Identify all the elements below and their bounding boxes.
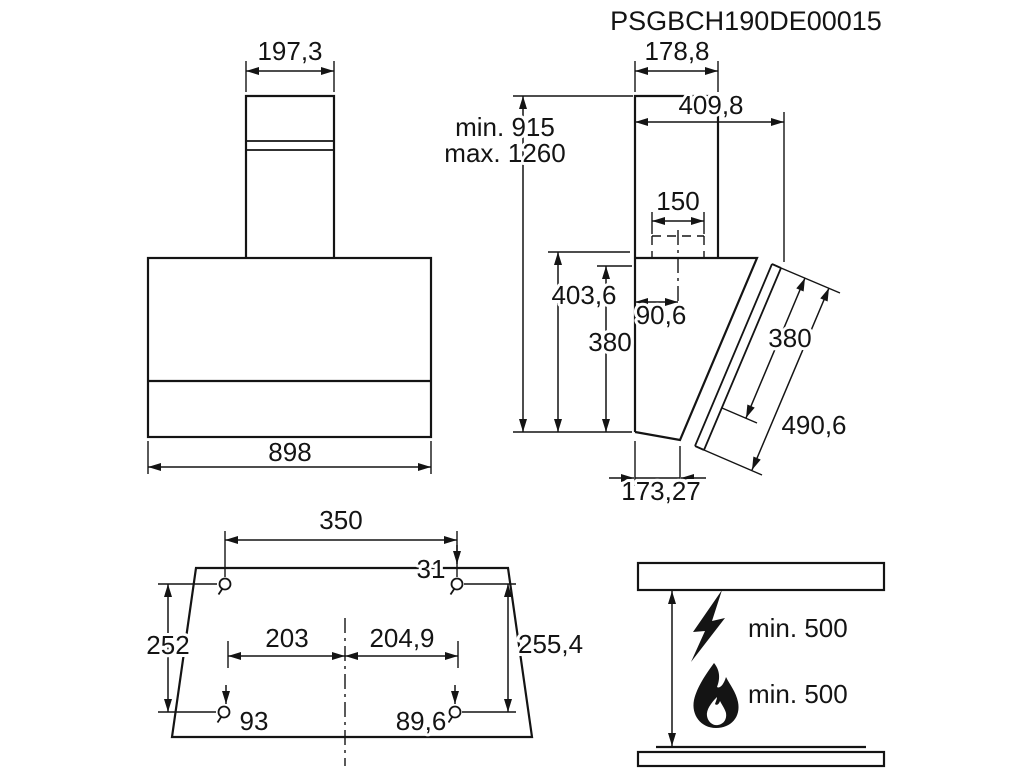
hood-front-outline bbox=[146, 256, 433, 439]
drawing-title: PSGBCH190DE00015 bbox=[610, 6, 882, 36]
dim-gas-clearance: min. 500 bbox=[748, 679, 848, 709]
dim-body-height: 380 bbox=[588, 327, 631, 357]
dim-body-width: 898 bbox=[268, 437, 311, 467]
glass-panel-outline bbox=[694, 263, 782, 451]
dim-back-height: 403,6 bbox=[551, 280, 616, 310]
keyhole-icon bbox=[217, 577, 232, 595]
dim-chimney-width: 197,3 bbox=[257, 36, 322, 66]
dim-duct-width: 150 bbox=[656, 186, 699, 216]
mounting-view: 350 31 252 203 204,9 255,4 93 89,6 bbox=[143, 502, 586, 766]
dim-panel-length: 490,6 bbox=[781, 410, 846, 440]
dim-electric-clearance: min. 500 bbox=[748, 613, 848, 643]
dim-right-height: 255,4 bbox=[518, 629, 583, 659]
dim-left-height: 252 bbox=[146, 630, 189, 660]
dim-hole-offset-top: 31 bbox=[417, 554, 446, 584]
keyhole-icon bbox=[447, 705, 462, 723]
hood-side-outline bbox=[634, 256, 759, 442]
dim-hole-left: 203 bbox=[265, 623, 308, 653]
front-view: 197,3 898 bbox=[146, 33, 433, 474]
dim-depth-top: 178,8 bbox=[644, 36, 709, 66]
chimney-outline bbox=[244, 94, 336, 258]
dim-duct-offset: 90,6 bbox=[636, 300, 687, 330]
dim-panel-section: 380 bbox=[768, 323, 811, 353]
flame-icon bbox=[693, 663, 739, 728]
mounting-template-outline bbox=[170, 566, 534, 739]
clearance-view: min. 500 min. 500 bbox=[636, 561, 886, 768]
keyhole-icon bbox=[449, 577, 464, 595]
dim-bottom-offset-left: 93 bbox=[240, 706, 269, 736]
keyhole-icon bbox=[216, 705, 231, 723]
dim-total-depth: 409,8 bbox=[678, 90, 743, 120]
duct-dashed-outline bbox=[651, 235, 705, 258]
cooktop-slab bbox=[636, 750, 886, 768]
dim-height-max: max. 1260 bbox=[444, 138, 565, 168]
dim-hole-right: 204,9 bbox=[369, 623, 434, 653]
dim-hole-spacing-top: 350 bbox=[319, 505, 362, 535]
side-view: 178,8 min. 915 max. 1260 409,8 150 403,6… bbox=[441, 33, 849, 509]
dim-height-min: min. 915 bbox=[455, 112, 555, 142]
hood-bottom-slab bbox=[636, 561, 886, 592]
dim-bottom-offset-right: 89,6 bbox=[396, 706, 447, 736]
dim-bottom-depth: 173,27 bbox=[621, 476, 701, 506]
chimney-side-outline bbox=[633, 94, 720, 432]
lightning-icon bbox=[691, 590, 725, 662]
